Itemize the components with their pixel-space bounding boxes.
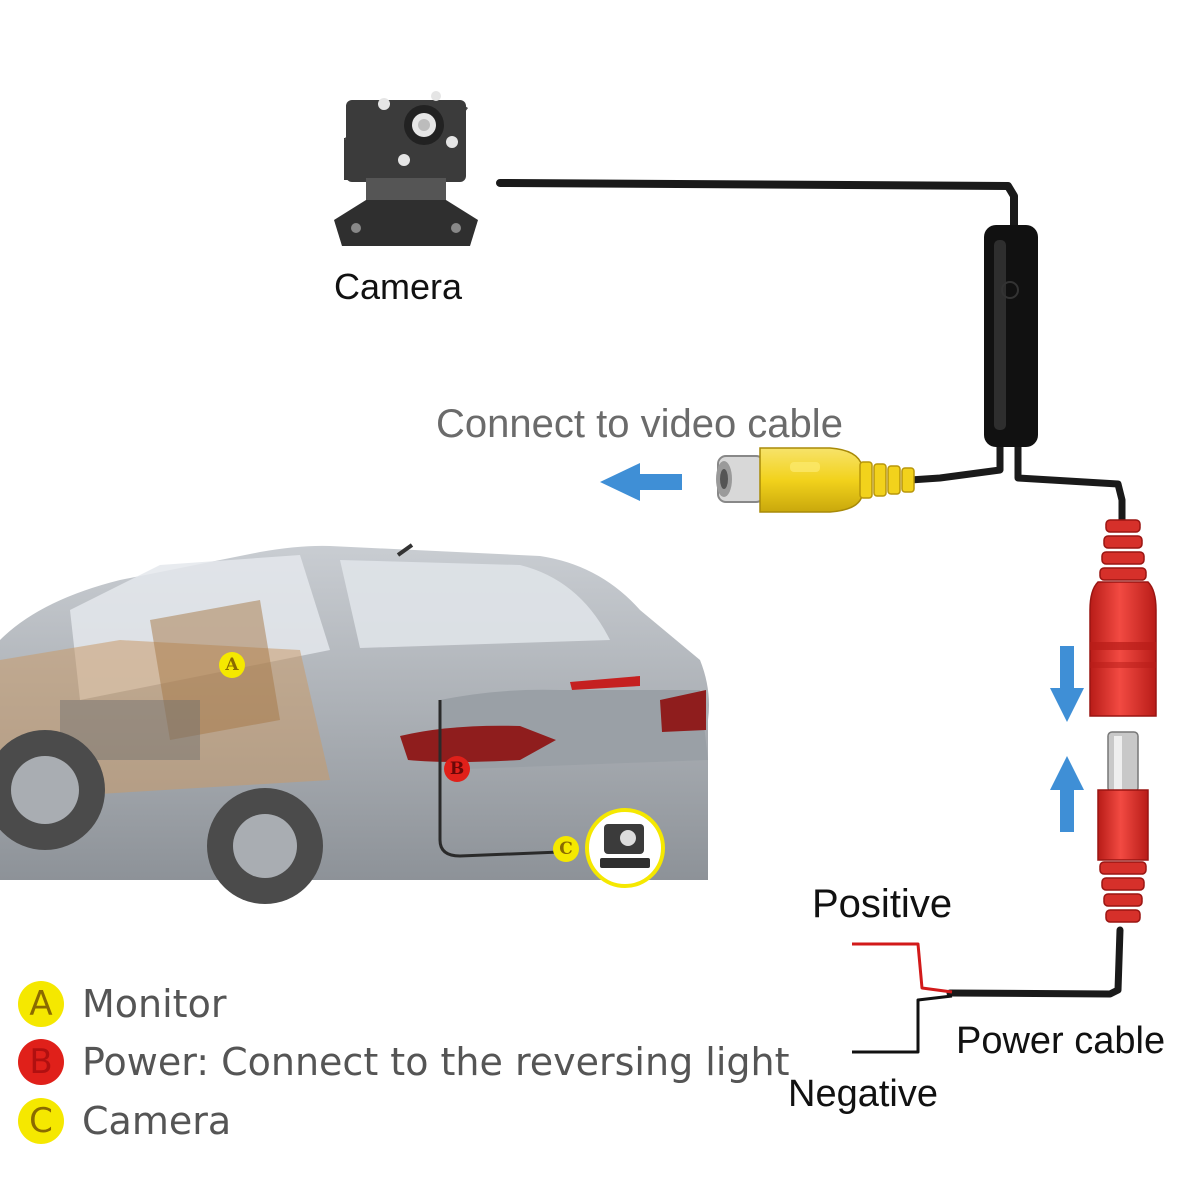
legend-badge-b: B — [18, 1039, 64, 1085]
legend-badge-a: A — [18, 981, 64, 1027]
car-cutaway-illustration — [0, 543, 709, 904]
main-cable — [496, 179, 1126, 998]
negative-label: Negative — [788, 1073, 938, 1115]
legend-text-monitor: Monitor — [82, 982, 227, 1026]
camera-label: Camera — [334, 266, 463, 307]
positive-label: Positive — [812, 882, 953, 926]
car-badge-a: A — [219, 652, 245, 678]
dc-male-plug — [1097, 731, 1149, 923]
car-badge-c: C — [553, 836, 579, 862]
rca-connector — [716, 447, 915, 513]
legend-item-camera: C Camera — [18, 1098, 231, 1144]
legend-item-monitor: A Monitor — [18, 981, 226, 1027]
legend-badge-c: C — [18, 1098, 64, 1144]
cable-splitter — [984, 225, 1038, 447]
legend-text-camera: Camera — [82, 1099, 232, 1143]
power-cable-label: Power cable — [956, 1020, 1166, 1062]
legend-text-power: Power: Connect to the reversing light — [82, 1040, 790, 1084]
video-cable-label: Connect to video cable — [436, 402, 843, 446]
power-wires — [852, 942, 953, 1054]
dc-female-plug — [1089, 519, 1157, 717]
camera-icon — [334, 91, 478, 246]
arrow-icon — [600, 463, 1084, 832]
legend-item-power: B Power: Connect to the reversing light — [18, 1039, 790, 1085]
car-badge-b: B — [444, 756, 470, 782]
